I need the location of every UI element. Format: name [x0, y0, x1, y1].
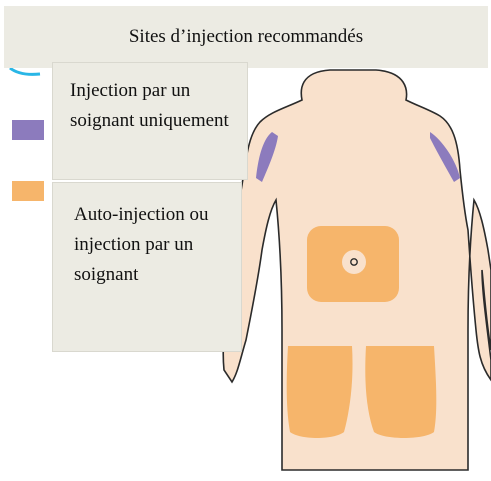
page-title: Sites d’injection recommandés: [129, 26, 363, 48]
legend-self-label: Auto-injection ou injection par un soign…: [74, 200, 234, 290]
navel-safe-zone: [342, 250, 366, 274]
right-thigh-zone: [365, 346, 436, 438]
legend-caregiver-only: Injection par un soignant uniquement: [52, 62, 248, 180]
legend-self-or-caregiver: Auto-injection ou injection par un soign…: [52, 182, 242, 352]
title-banner: Sites d’injection recommandés: [4, 6, 488, 68]
legend-swatch-caregiver: [12, 120, 44, 140]
left-thigh-zone: [287, 346, 353, 438]
legend-swatch-self: [12, 181, 44, 201]
legend-caregiver-label: Injection par un soignant uniquement: [70, 76, 240, 136]
